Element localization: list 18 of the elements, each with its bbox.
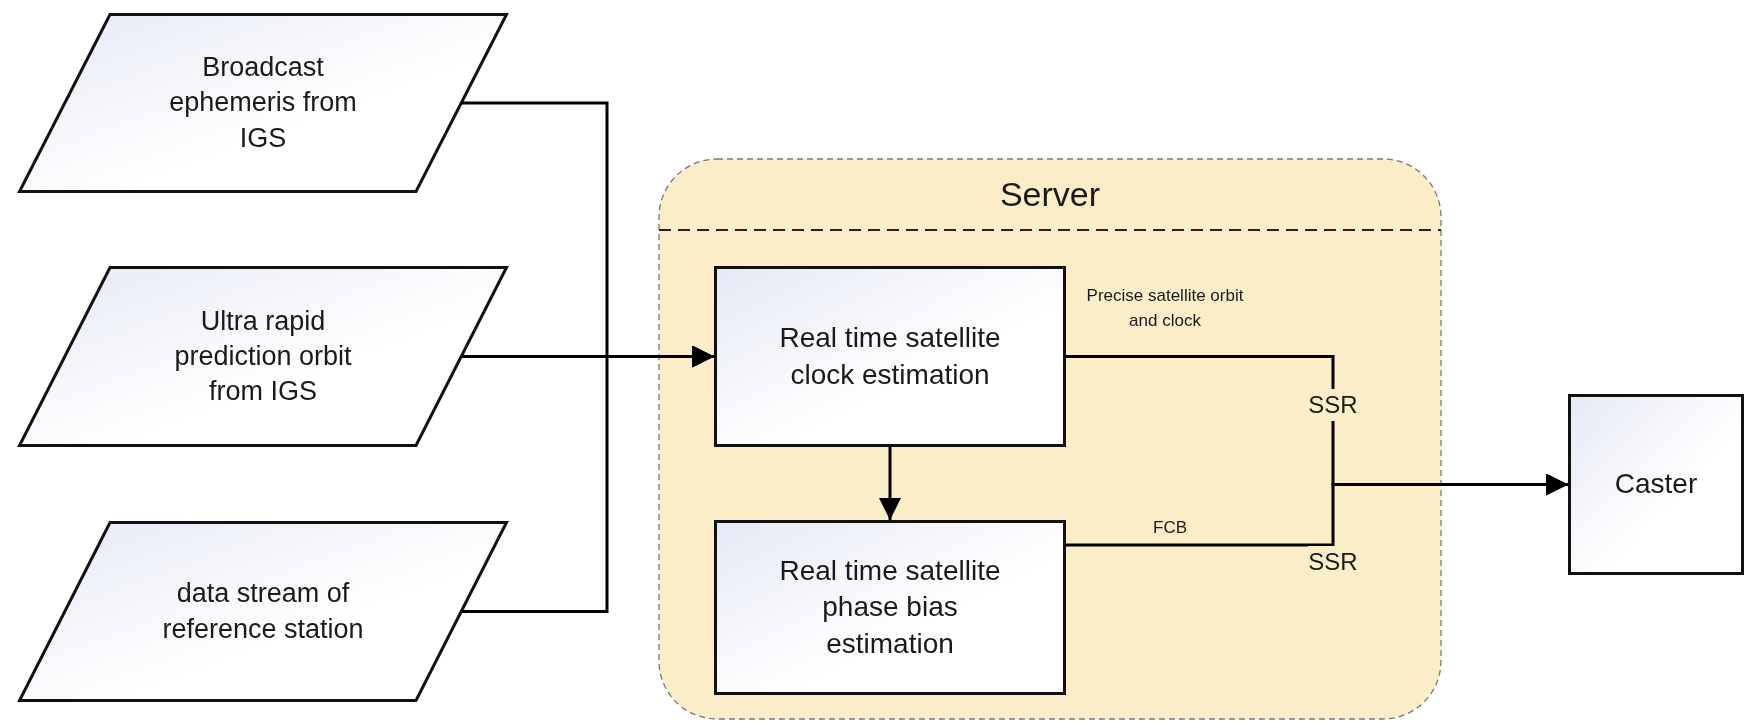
process-box [1568, 394, 1744, 575]
process-box [714, 266, 1066, 447]
node-label: Real time satellite clock estimation [778, 321, 1002, 392]
arrow [1066, 473, 1568, 547]
server-container [658, 158, 1442, 720]
node-label: Real time satellite phase bias estimation [778, 553, 1002, 661]
line-label: SSR [1308, 389, 1358, 421]
process-box [714, 520, 1066, 695]
node-label: data stream of reference station [161, 577, 365, 646]
data-parallelogram [18, 13, 508, 193]
data-parallelogram [18, 266, 508, 447]
node-label: Ultra rapid prediction orbit from IGS [173, 304, 353, 409]
container-title: Server [999, 173, 1101, 215]
node-label: Broadcast ephemeris from IGS [168, 51, 358, 155]
arrow [879, 447, 901, 520]
data-parallelogram [18, 521, 508, 702]
arrow [462, 345, 714, 613]
node-label: Caster [1614, 467, 1698, 502]
